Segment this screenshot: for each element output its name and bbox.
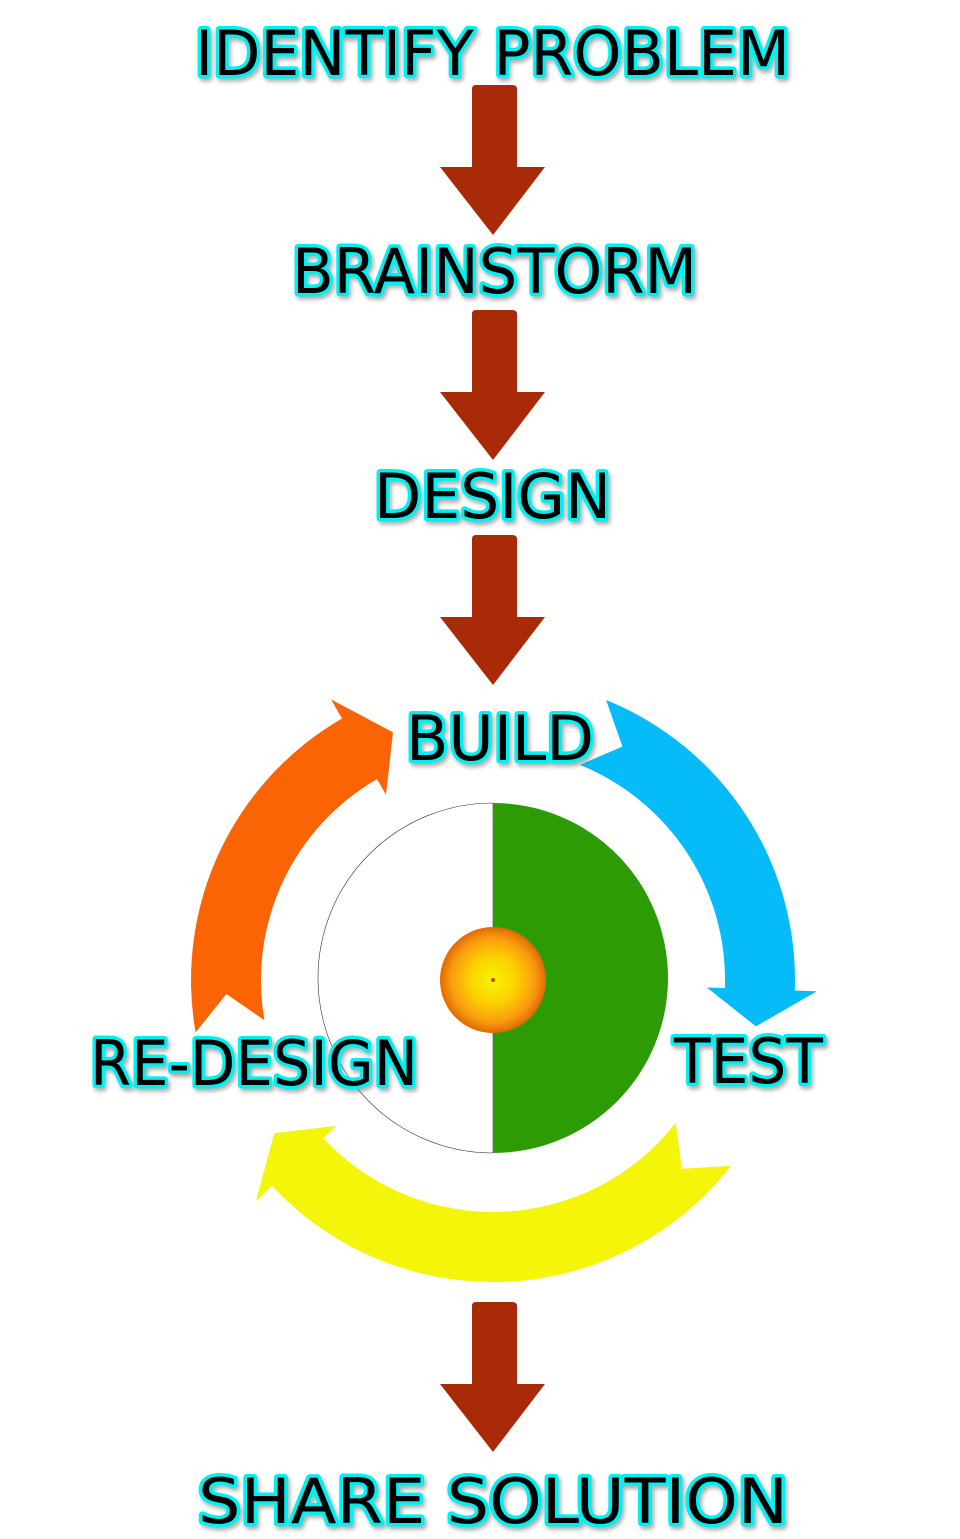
- center-dot: [491, 978, 495, 982]
- step-brainstorm: BRAINSTORM: [292, 235, 697, 308]
- cycle-arrow-redesign-to-build: [191, 699, 393, 1033]
- cycle-arrow-test-to-redesign: [256, 1122, 731, 1283]
- step-redesign: RE-DESIGN: [90, 1027, 418, 1100]
- arrow-cycle-to-share: [440, 1302, 545, 1452]
- step-identify-problem: IDENTIFY PROBLEM: [195, 17, 790, 90]
- arrow-brainstorm-to-design: [440, 310, 545, 460]
- step-build: BUILD: [406, 702, 594, 775]
- center-circle-green-half: [493, 803, 668, 1153]
- step-share-solution: SHARE SOLUTION: [198, 1465, 788, 1538]
- arrow-identify-to-brainstorm: [440, 85, 545, 235]
- step-design: DESIGN: [374, 460, 611, 533]
- step-test: TEST: [673, 1025, 824, 1098]
- arrow-design-to-build: [440, 535, 545, 685]
- cycle-arrow-build-to-test: [579, 700, 817, 1027]
- center-circle-white-half: [317, 802, 494, 1154]
